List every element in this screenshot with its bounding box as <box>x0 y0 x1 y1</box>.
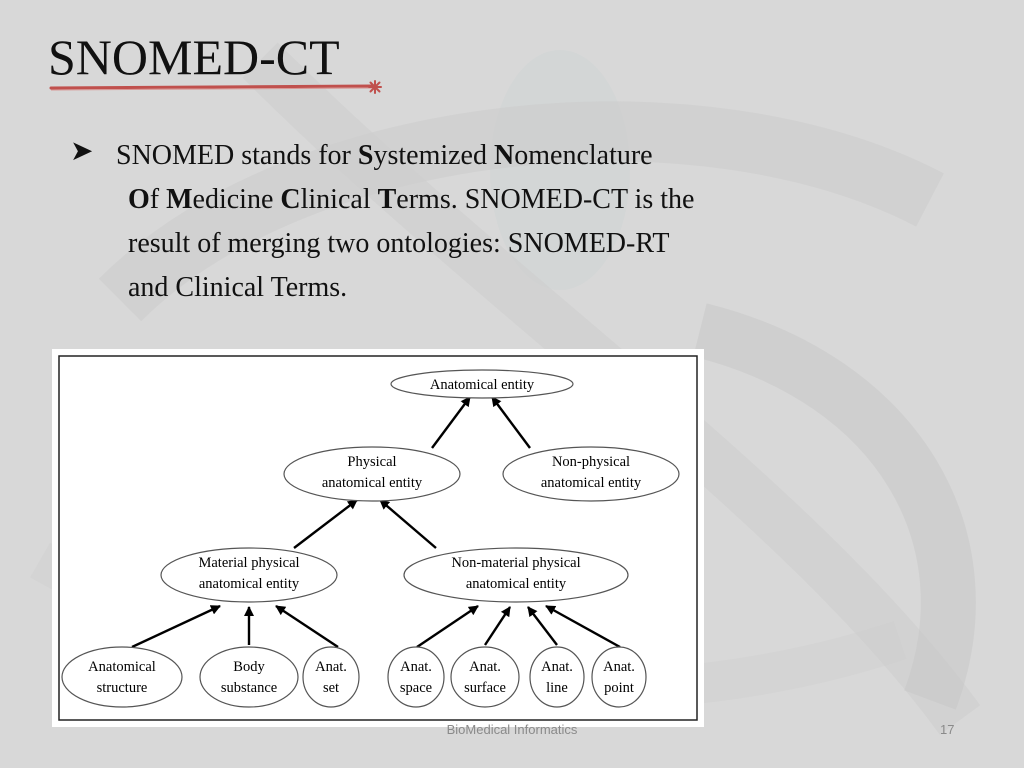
node-text: Non-physical <box>552 454 630 470</box>
node-text: anatomical entity <box>199 576 300 592</box>
node-text: Body <box>233 659 265 675</box>
edges <box>131 396 621 649</box>
title-underline <box>49 80 382 94</box>
bullet-paragraph: SNOMED stands for Systemized Nomenclatur… <box>116 134 900 310</box>
bold-letter: O <box>128 184 150 215</box>
node-text: space <box>400 680 432 696</box>
bold-letter: M <box>166 184 193 215</box>
node-text: Material physical <box>198 555 299 571</box>
node-anatomical-entity: Anatomical entity <box>390 369 574 399</box>
text-run: SNOMED stands for <box>116 140 358 171</box>
bold-letter: N <box>494 140 515 171</box>
node-anat-space: Anat. space <box>387 646 445 708</box>
node-physical-anatomical-entity: Physical anatomical entity <box>283 446 461 502</box>
text-run: ystemized <box>373 140 494 171</box>
node-text: Non-material physical <box>451 555 580 571</box>
page-number: 17 <box>940 722 955 737</box>
node-text: anatomical entity <box>541 475 642 491</box>
node-text: structure <box>97 680 148 696</box>
node-anat-point: Anat. point <box>591 646 647 708</box>
star-icon <box>368 80 382 94</box>
bullet-list: ➤ SNOMED stands for Systemized Nomenclat… <box>70 134 900 310</box>
ontology-diagram-svg: Anatomical entity Physical anatomical en… <box>58 355 698 721</box>
edge-surface-to-nonmaterial <box>483 606 512 646</box>
edge-structure-to-material <box>131 604 221 649</box>
node-anat-line: Anat. line <box>529 646 585 708</box>
bullet-line-2: Of Medicine Clinical Terms. SNOMED-CT is… <box>128 178 900 222</box>
nodes: Anatomical entity Physical anatomical en… <box>61 369 680 708</box>
node-text: set <box>323 680 339 696</box>
node-non-material-physical-anatomical-entity: Non-material physical anatomical entity <box>403 547 629 603</box>
bullet-line-3: result of merging two ontologies: SNOMED… <box>128 228 670 259</box>
arrow-bullet-icon: ➤ <box>70 136 94 167</box>
node-anat-set: Anat. set <box>302 646 360 708</box>
node-text: Anat. <box>469 659 501 675</box>
edge-nonphysical-to-anatomical <box>491 396 531 449</box>
node-text: Anat. <box>603 659 635 675</box>
node-anat-surface: Anat. surface <box>450 646 520 708</box>
edge-material-to-physical <box>293 499 358 549</box>
slide-title: SNOMED-CT <box>48 29 340 85</box>
node-text: Physical <box>347 454 396 470</box>
node-text: Anatomical entity <box>430 377 535 393</box>
node-text: substance <box>221 680 277 696</box>
edge-nonmaterial-to-physical <box>379 499 437 549</box>
edge-point-to-nonmaterial <box>545 604 621 649</box>
bullet-line-1: SNOMED stands for Systemized Nomenclatur… <box>116 134 900 178</box>
text-run: erms. SNOMED-CT is the <box>396 184 695 215</box>
node-body-substance: Body substance <box>199 646 299 708</box>
bullet-line-4: and Clinical Terms. <box>128 272 348 303</box>
node-text: Anat. <box>315 659 347 675</box>
node-anatomical-structure: Anatomical structure <box>61 646 183 708</box>
text-run: omenclature <box>514 140 653 171</box>
edge-line-to-nonmaterial <box>527 606 558 646</box>
text-run: edicine <box>192 184 281 215</box>
node-text: Anatomical <box>88 659 156 675</box>
edge-set-to-material <box>275 604 339 649</box>
bold-letter: S <box>357 140 374 171</box>
node-text: line <box>546 680 568 696</box>
bold-letter: T <box>377 184 397 215</box>
footer-text: BioMedical Informatics <box>446 722 578 737</box>
node-text: anatomical entity <box>322 475 423 491</box>
node-text: anatomical entity <box>466 576 567 592</box>
node-material-physical-anatomical-entity: Material physical anatomical entity <box>160 547 338 603</box>
bold-letter: C <box>280 184 301 215</box>
node-non-physical-anatomical-entity: Non-physical anatomical entity <box>502 446 680 502</box>
ontology-diagram: Anatomical entity Physical anatomical en… <box>52 349 704 727</box>
edge-space-to-nonmaterial <box>416 605 479 648</box>
text-run: f <box>149 184 167 215</box>
node-text: Anat. <box>400 659 432 675</box>
text-run: linical <box>300 184 378 215</box>
node-text: Anat. <box>541 659 573 675</box>
node-text: surface <box>464 680 506 696</box>
node-text: point <box>604 680 634 696</box>
edge-physical-to-anatomical <box>431 396 471 449</box>
